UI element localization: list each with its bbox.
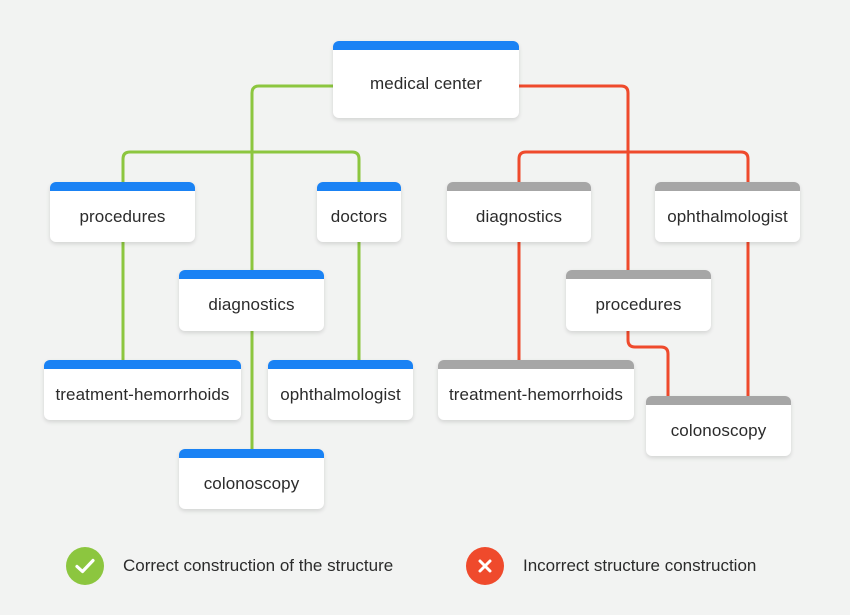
node-correct-ophthalmologist: ophthalmologist [268, 360, 413, 420]
check-icon [66, 547, 104, 585]
connector-root-to-diagnostics [250, 84, 335, 274]
legend-correct-label: Correct construction of the structure [123, 556, 394, 575]
node-incorrect-colonoscopy: colonoscopy [646, 396, 791, 456]
connector-procedures-doctors-bar [121, 150, 361, 186]
node-incorrect-procedures: procedures [566, 270, 711, 331]
node-medical-center: medical center [333, 41, 519, 118]
node-incorrect-ophthalmologist: ophthalmologist [655, 182, 800, 242]
connector-diagnostics-ophthalmologist-bar [517, 150, 750, 186]
legend-incorrect: Incorrect structure construction [466, 547, 756, 585]
legend-incorrect-label: Incorrect structure construction [523, 556, 757, 575]
node-correct-colonoscopy: colonoscopy [179, 449, 324, 509]
node-correct-procedures: procedures [50, 182, 195, 242]
connector-root-to-procedures [516, 84, 630, 274]
node-correct-doctors: doctors [317, 182, 401, 242]
connector-procedures-to-colonoscopy [626, 328, 670, 400]
node-correct-treatment-hemorrhoids: treatment-hemorrhoids [44, 360, 241, 420]
cross-icon [466, 547, 504, 585]
node-correct-diagnostics: diagnostics [179, 270, 324, 331]
legend-correct: Correct construction of the structure [66, 547, 393, 585]
node-incorrect-treatment-hemorrhoids: treatment-hemorrhoids [438, 360, 634, 420]
node-incorrect-diagnostics: diagnostics [447, 182, 591, 242]
